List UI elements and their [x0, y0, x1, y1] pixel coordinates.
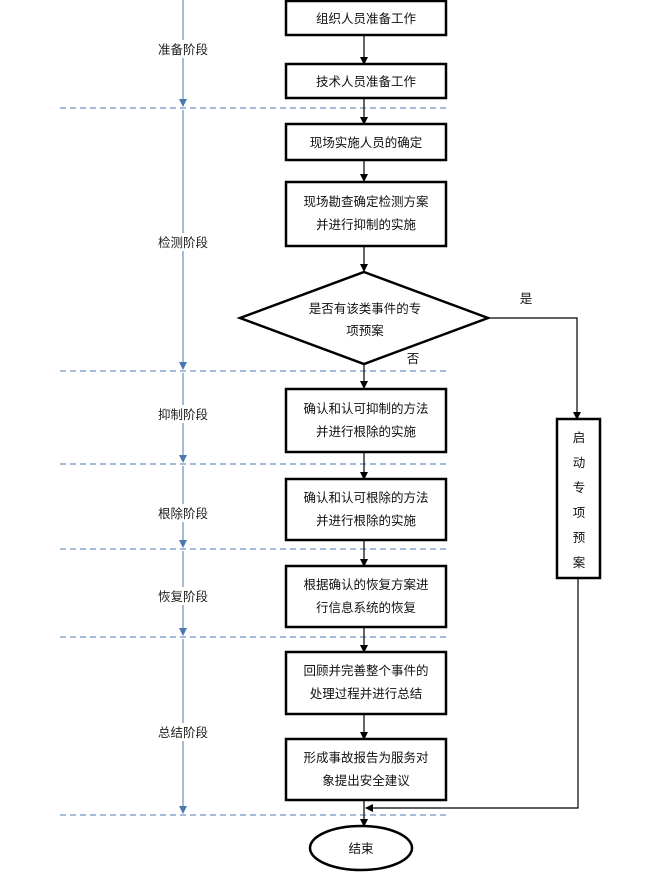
svg-text:案: 案: [573, 555, 586, 570]
step-survey-plan: 现场勘查确定检测方案 并进行抑制的实施: [284, 180, 448, 248]
svg-text:现场实施人员的确定: 现场实施人员的确定: [310, 135, 423, 150]
svg-text:准备阶段: 准备阶段: [158, 42, 208, 57]
decision-special-plan: 是否有该类事件的专 项预案: [236, 270, 492, 366]
svg-text:处理过程并进行总结: 处理过程并进行总结: [310, 686, 423, 701]
decision-no-label: 否: [407, 351, 420, 366]
svg-text:形成事故报告为服务对: 形成事故报告为服务对: [303, 750, 428, 765]
svg-text:总结阶段: 总结阶段: [158, 725, 208, 740]
stage-label-detect: 检测阶段: [146, 233, 220, 251]
svg-text:确认和认可抑制的方法: 确认和认可抑制的方法: [303, 401, 428, 416]
svg-text:检测阶段: 检测阶段: [158, 235, 208, 250]
svg-text:专: 专: [573, 480, 586, 495]
svg-text:根除阶段: 根除阶段: [158, 506, 208, 521]
step-onsite-staff: 现场实施人员的确定: [284, 122, 448, 162]
svg-text:行信息系统的恢复: 行信息系统的恢复: [316, 600, 417, 615]
stage-label-prepare: 准备阶段: [146, 40, 220, 58]
svg-text:确认和认可根除的方法: 确认和认可根除的方法: [303, 490, 428, 505]
svg-text:是否有该类事件的专: 是否有该类事件的专: [309, 301, 422, 316]
svg-text:组织人员准备工作: 组织人员准备工作: [316, 11, 417, 26]
svg-text:根据确认的恢复方案进: 根据确认的恢复方案进: [303, 577, 429, 592]
step-incident-report: 形成事故报告为服务对 象提出安全建议: [284, 737, 448, 802]
svg-text:现场勘查确定检测方案: 现场勘查确定检测方案: [303, 194, 429, 209]
side-box-launch-plan: 启 动 专 项 预 案: [555, 417, 602, 580]
svg-text:启: 启: [573, 430, 586, 445]
svg-text:并进行根除的实施: 并进行根除的实施: [316, 513, 417, 528]
connector-yes: [488, 317, 581, 420]
stage-label-contain: 抑制阶段: [146, 405, 220, 423]
svg-text:抑制阶段: 抑制阶段: [158, 407, 208, 422]
svg-text:动: 动: [573, 455, 586, 470]
end-terminator: 结束: [308, 824, 414, 872]
svg-text:并进行抑制的实施: 并进行抑制的实施: [316, 217, 417, 232]
step-organize-staff: 组织人员准备工作: [284, 0, 448, 37]
svg-text:项预案: 项预案: [346, 323, 384, 338]
svg-text:技术人员准备工作: 技术人员准备工作: [316, 74, 417, 89]
stage-label-eradicate: 根除阶段: [146, 504, 220, 522]
connector-side-return: [365, 578, 579, 812]
stage-label-summary: 总结阶段: [146, 723, 220, 741]
svg-text:象提出安全建议: 象提出安全建议: [322, 773, 410, 788]
svg-text:恢复阶段: 恢复阶段: [158, 589, 208, 604]
svg-text:回顾并完善整个事件的: 回顾并完善整个事件的: [303, 663, 428, 678]
svg-text:项: 项: [573, 505, 586, 520]
stage-label-recover: 恢复阶段: [146, 587, 220, 605]
svg-text:预: 预: [573, 530, 586, 545]
svg-text:结束: 结束: [348, 841, 374, 856]
step-eradicate-method: 确认和认可根除的方法 并进行根除的实施: [284, 477, 448, 542]
decision-yes-label: 是: [520, 291, 533, 306]
step-recover-system: 根据确认的恢复方案进 行信息系统的恢复: [284, 564, 448, 629]
step-review-summary: 回顾并完善整个事件的 处理过程并进行总结: [284, 650, 448, 716]
step-contain-method: 确认和认可抑制的方法 并进行根除的实施: [284, 387, 448, 454]
step-tech-staff: 技术人员准备工作: [284, 62, 448, 100]
svg-text:并进行根除的实施: 并进行根除的实施: [316, 424, 417, 439]
